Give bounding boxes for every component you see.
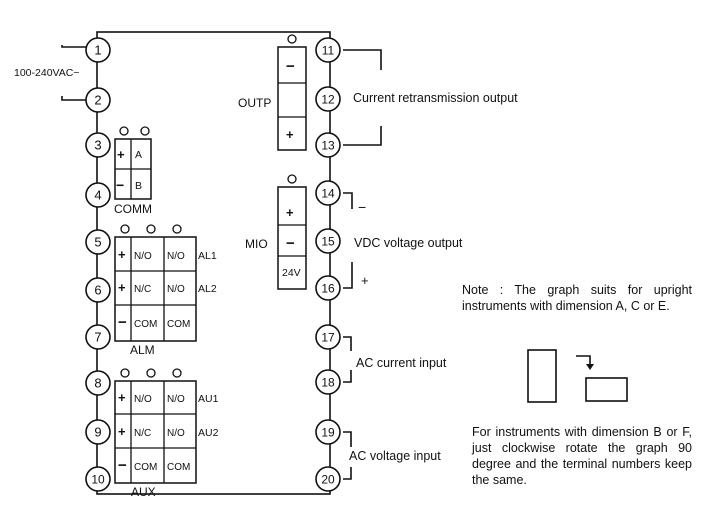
alm-block [114, 224, 197, 342]
terminal-19-circle [315, 419, 341, 445]
terminal-16-label: 16 [321, 282, 335, 296]
alm-title: ALM [130, 343, 155, 357]
terminal-9-circle [85, 419, 111, 445]
aux-row3-col1: COM [134, 462, 157, 473]
terminal-18-label: 18 [321, 376, 335, 390]
terminal-5-circle [85, 229, 111, 255]
terminal-9-label: 9 [94, 425, 101, 440]
alm-row3-sign: − [118, 314, 127, 331]
terminal-4-label: 4 [94, 188, 101, 203]
terminal-4-circle [85, 182, 111, 208]
terminal-12-label: 12 [321, 93, 335, 107]
aux-row2-tag: AU2 [198, 427, 219, 439]
terminal-17-label: 17 [321, 331, 335, 345]
outp-block [277, 34, 307, 151]
terminal-16-circle [315, 275, 341, 301]
comm-title: COMM [114, 202, 152, 216]
vdc-label: VDC voltage output [354, 236, 463, 250]
terminal-8-circle [85, 370, 111, 396]
comm-block [114, 126, 152, 200]
terminal-18-circle [315, 369, 341, 395]
comm-minus: − [116, 177, 124, 193]
aux-row2-col2: N/O [167, 428, 185, 439]
ac-voltage-label: AC voltage input [349, 449, 441, 463]
rotate-arrow-icon [586, 364, 594, 370]
alm-row2-tag: AL2 [198, 283, 217, 295]
vdc-plus: + [361, 273, 369, 288]
aux-row2-sign: + [118, 424, 126, 439]
terminal-1-label: 1 [94, 43, 101, 58]
terminal-5-label: 5 [94, 235, 101, 250]
terminal-6-label: 6 [94, 283, 101, 298]
mio-minus: − [286, 235, 295, 252]
alm-row1-col2: N/O [167, 251, 185, 262]
terminal-3-label: 3 [94, 138, 101, 153]
terminal-13-label: 13 [321, 139, 335, 153]
outp-title: OUTP [238, 96, 271, 110]
mio-title: MIO [245, 237, 268, 251]
alm-row1-sign: + [118, 247, 126, 262]
retransmission-label: Current retransmission output [353, 91, 518, 105]
aux-row1-tag: AU1 [198, 393, 219, 405]
vdc-minus: − [358, 199, 366, 215]
comm-b: B [135, 180, 142, 192]
alm-row2-col1: N/C [134, 284, 151, 295]
terminal-11-label: 11 [322, 44, 335, 58]
terminal-14-label: 14 [321, 187, 335, 201]
note-upright: Note : The graph suits for upright instr… [462, 283, 692, 313]
right-brackets [343, 49, 382, 480]
terminal-20-circle [315, 466, 341, 492]
terminal-19-label: 19 [321, 426, 335, 440]
aux-title: AUX [131, 485, 156, 499]
terminal-8-label: 8 [94, 376, 101, 391]
alm-row1-tag: AL1 [198, 250, 217, 262]
outp-plus: + [286, 127, 294, 142]
terminal-10-label: 10 [91, 473, 105, 487]
power-bracket [61, 45, 86, 101]
aux-row1-sign: + [118, 390, 126, 405]
rotation-illustration [527, 349, 628, 403]
comm-plus: + [117, 147, 125, 162]
mio-block [277, 174, 307, 290]
terminal-7-circle [85, 324, 111, 350]
alm-row2-col2: N/O [167, 284, 185, 295]
mio-24v: 24V [282, 267, 301, 279]
note-rotate: For instruments with dimension B or F, j… [472, 425, 692, 487]
terminal-15-circle [315, 228, 341, 254]
terminal-14-circle [315, 180, 341, 206]
terminal-15-label: 15 [321, 235, 335, 249]
power-label: 100-240VAC~ [14, 67, 79, 79]
instrument-body [96, 31, 331, 495]
terminal-12-circle [315, 86, 341, 112]
mio-plus: + [286, 205, 294, 220]
alm-row1-col1: N/O [134, 251, 152, 262]
aux-row1-col1: N/O [134, 394, 152, 405]
aux-block [114, 368, 197, 484]
terminal-1-circle [85, 37, 111, 63]
alm-row3-col2: COM [167, 319, 190, 330]
comm-a: A [135, 149, 142, 161]
terminal-2-label: 2 [94, 93, 101, 108]
aux-row3-sign: − [118, 457, 127, 474]
alm-row2-sign: + [118, 280, 126, 295]
terminal-7-label: 7 [94, 330, 101, 345]
terminal-13-circle [315, 132, 341, 158]
terminal-17-circle [315, 324, 341, 350]
ac-current-label: AC current input [356, 356, 447, 370]
aux-row1-col2: N/O [167, 394, 185, 405]
terminal-3-circle [85, 132, 111, 158]
aux-row3-col2: COM [167, 462, 190, 473]
terminal-6-circle [85, 277, 111, 303]
alm-row3-col1: COM [134, 319, 157, 330]
terminal-10-circle [85, 466, 111, 492]
aux-row2-col1: N/C [134, 428, 151, 439]
terminal-11-circle [315, 37, 341, 63]
outp-minus: − [286, 58, 295, 75]
terminal-20-label: 20 [321, 473, 335, 487]
